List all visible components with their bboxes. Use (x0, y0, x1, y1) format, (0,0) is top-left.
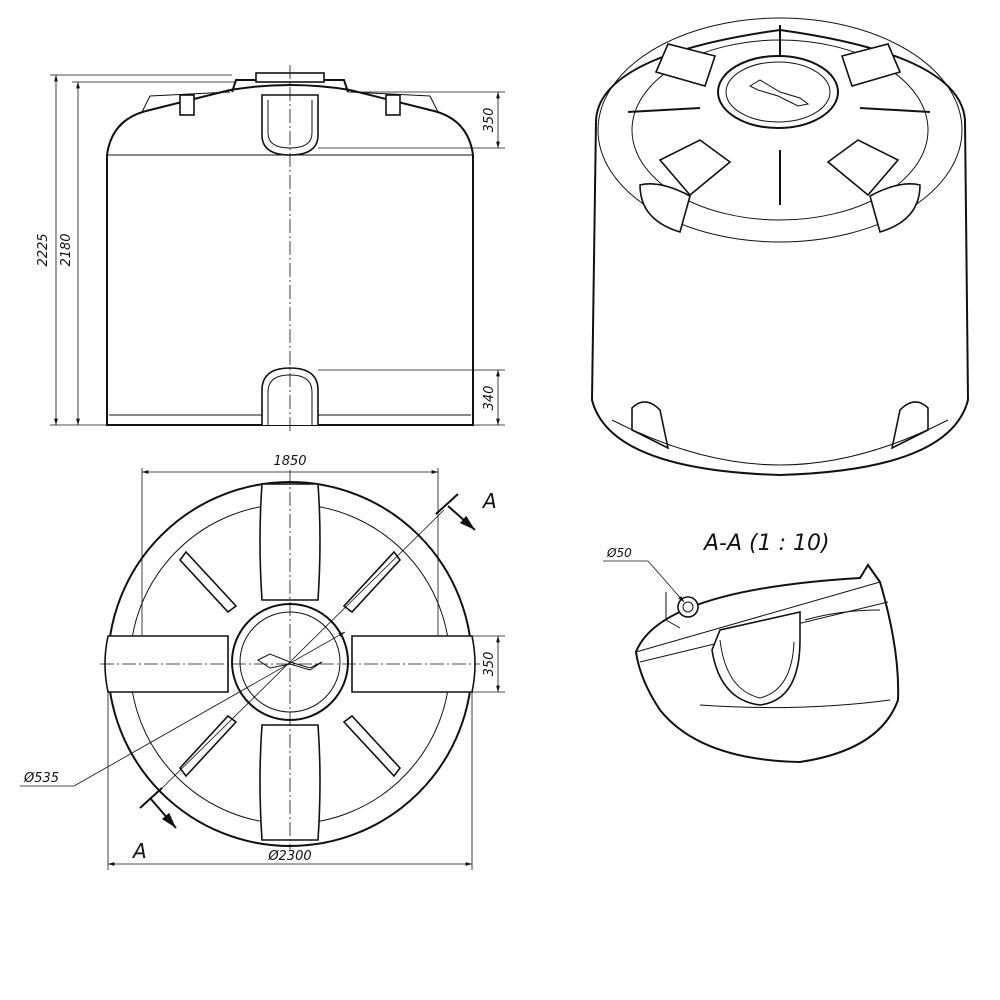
section-marker-bottom: A (131, 839, 147, 863)
dim-bottom-pocket: 340 (482, 386, 497, 411)
dim-top-pocket: 350 (482, 108, 497, 133)
section-title: A-A (1 : 10) (702, 531, 830, 556)
plan-view-dimensions: 1850 Ø2300 350 Ø535 (20, 454, 505, 870)
isometric-view (590, 17, 970, 477)
front-view (106, 65, 474, 432)
dim-outer-diameter: Ø2300 (267, 849, 311, 864)
section-marker-top: A (481, 489, 497, 513)
dim-side-pocket: 350 (482, 652, 497, 677)
dim-total-height: 2225 (36, 233, 51, 266)
dim-body-height: 2180 (59, 233, 74, 266)
front-view-dimensions: 2225 2180 350 340 (36, 74, 505, 426)
dim-hatch-diameter: Ø535 (23, 771, 59, 786)
plan-view: A A (100, 470, 497, 863)
dim-pipe-diameter: Ø50 (606, 546, 632, 560)
section-view: A-A (1 : 10) Ø50 (603, 531, 900, 764)
dim-span: 1850 (273, 454, 306, 469)
